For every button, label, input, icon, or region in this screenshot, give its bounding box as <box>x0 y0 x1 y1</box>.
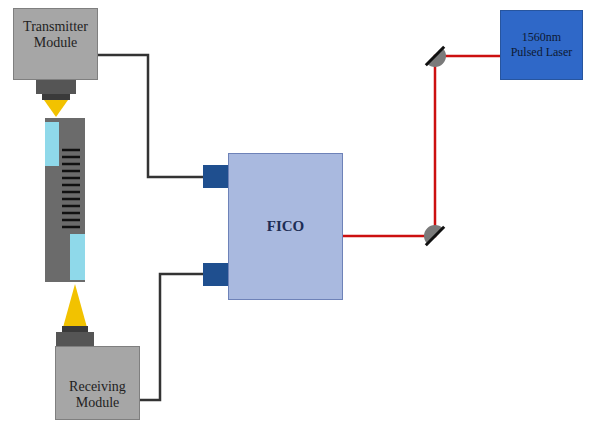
module-box: Receiving Module <box>55 346 140 420</box>
fiber-port <box>203 165 228 188</box>
node-label: Transmitter Module <box>19 19 92 51</box>
lens-housing <box>56 332 94 346</box>
light-cone <box>62 284 88 331</box>
laser-box: 1560nm Pulsed Laser <box>500 10 583 80</box>
lens-housing <box>36 80 76 94</box>
connector <box>98 55 203 177</box>
module-box: Transmitter Module <box>13 8 98 80</box>
cyan-pad <box>45 122 59 166</box>
fiber-port <box>203 263 228 286</box>
fico-box: FICO <box>228 153 343 300</box>
connector <box>343 56 500 236</box>
sample-body <box>45 118 85 282</box>
lens-tip <box>42 94 70 100</box>
grating-lines <box>62 150 80 227</box>
connector <box>140 274 203 400</box>
node-label: 1560nm Pulsed Laser <box>506 30 577 60</box>
light-cone <box>44 100 68 117</box>
node-label: FICO <box>267 218 305 235</box>
node-label: Receiving Module <box>61 379 134 411</box>
mirror <box>418 219 444 245</box>
lens-tip <box>62 326 88 332</box>
cyan-pad <box>70 234 85 280</box>
mirror <box>426 47 452 73</box>
